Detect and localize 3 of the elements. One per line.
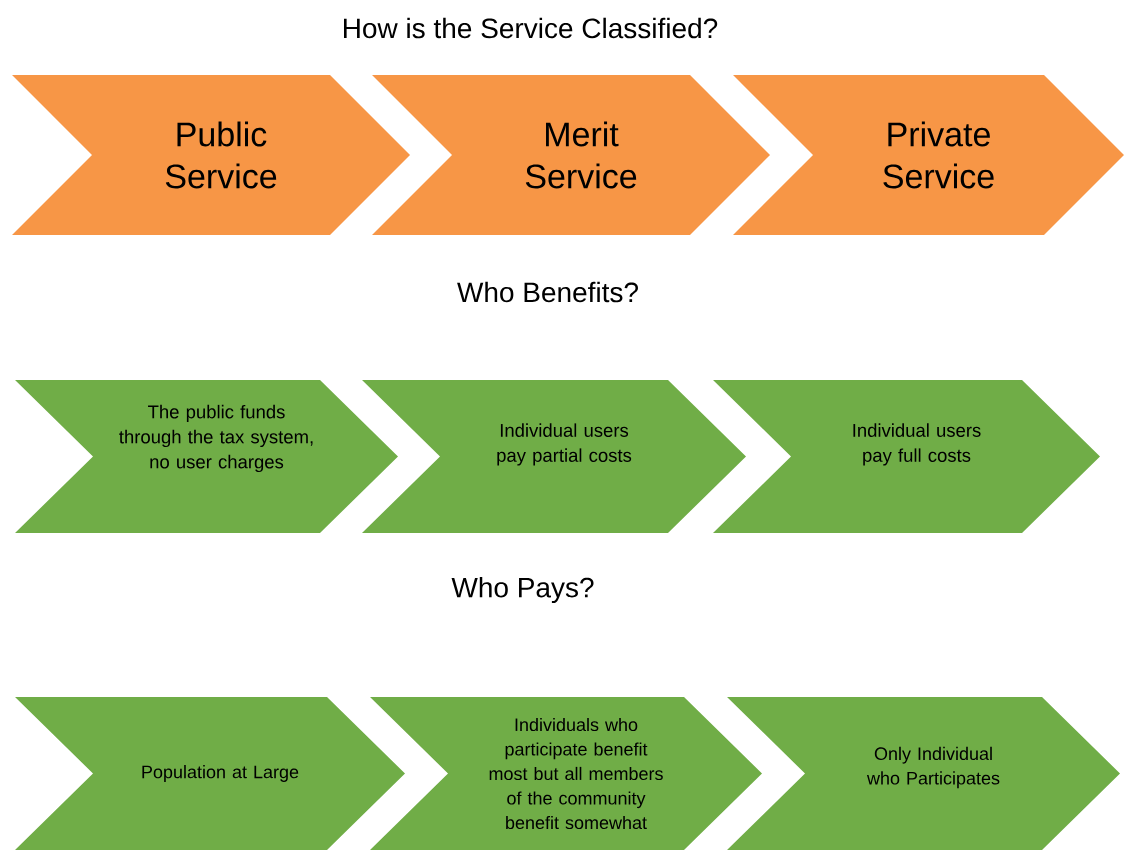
heading: How is the Service Classified? — [344, 17, 718, 39]
heading: Who Pays? — [451, 576, 594, 604]
heading: Who Benefits? — [457, 281, 638, 303]
